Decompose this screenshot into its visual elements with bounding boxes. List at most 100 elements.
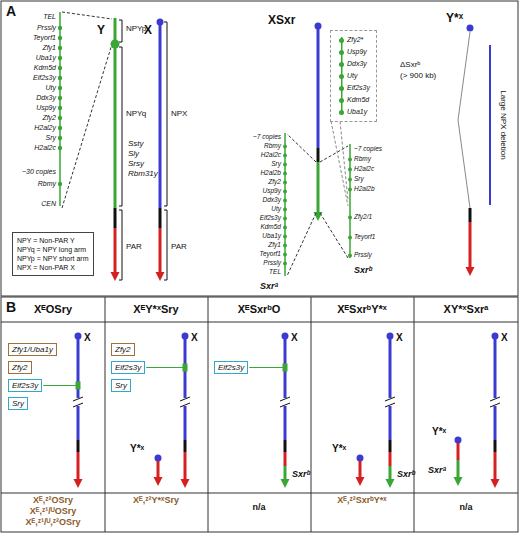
box-text: Uba1y <box>347 106 370 118</box>
bracket <box>122 20 123 42</box>
legend-box: NPY = Non-PAR YNPYq = NPY long armNPYp =… <box>12 232 94 276</box>
chromosome-x <box>77 336 80 398</box>
gene-dot <box>283 199 287 203</box>
gene-dot <box>58 106 62 110</box>
gene-dot <box>348 188 352 192</box>
box-text: NPY = Non-PAR Y <box>17 236 89 245</box>
gene-label: Sly <box>128 150 139 158</box>
transgene-box: Sry <box>8 397 28 410</box>
box-text: Zfy1/Uba1y <box>12 345 53 354</box>
dashed-leader <box>320 213 348 258</box>
gene-label: Sry <box>354 176 364 183</box>
gene-label: Prssly <box>37 24 56 31</box>
bracket <box>122 210 123 280</box>
chromosome-x <box>284 406 287 440</box>
chromosome-name: XSxr <box>268 14 295 26</box>
arrowhead <box>386 479 395 488</box>
segment-label: Sxrᵃ <box>428 466 446 475</box>
chromosome-x <box>77 406 80 440</box>
region-label: NPYq <box>126 110 146 118</box>
gene-dot <box>58 96 62 100</box>
gene-dot <box>58 46 62 50</box>
box-text: Kdm5d <box>347 94 370 106</box>
break-mark <box>490 397 500 401</box>
centromere <box>111 40 120 49</box>
bracket <box>167 22 168 206</box>
gene-label: ~30 copies <box>22 168 56 175</box>
gene-dot <box>58 86 62 90</box>
gene-dot <box>58 126 62 130</box>
chromosome-par <box>184 452 187 479</box>
chromosome-x <box>184 406 187 440</box>
break-mark <box>73 397 83 401</box>
bracket <box>119 280 122 281</box>
table-cell: n/a <box>252 503 265 512</box>
gene-dot <box>283 172 287 176</box>
arrowhead <box>181 479 190 488</box>
gene-dot <box>58 66 62 70</box>
chromosome-name: Y <box>97 24 105 36</box>
genotype-header: XY*ˣSxrᵃ <box>444 304 489 315</box>
transgene-box: Zfy2 <box>111 343 135 356</box>
region-label: ΔSxrᵇ <box>400 61 420 69</box>
chromosome-x <box>184 336 187 398</box>
box-text: Eif2s3y <box>218 363 244 372</box>
gene-label: H2al2y <box>34 124 56 131</box>
break-mark <box>385 397 395 401</box>
gene-label: Eif2s3y <box>33 74 56 81</box>
sxr-segment <box>457 460 460 478</box>
segment-label: Sxrᵇ <box>397 470 415 479</box>
gene-label: TEL <box>269 269 281 276</box>
chromosome-boundary <box>114 208 117 228</box>
gene-label: Rbmy <box>354 156 371 163</box>
gene-label: Uba1y <box>262 233 281 240</box>
segment-label: Sxrᵇ <box>292 470 310 479</box>
chromosome-boundary <box>494 440 497 452</box>
gene-label: Zfy2/1 <box>354 214 372 221</box>
arrowhead <box>281 479 290 488</box>
chromosome-name: Y*ˣ <box>130 444 144 454</box>
break-mark <box>180 397 190 401</box>
bracket <box>164 206 167 207</box>
gene-label: Ddx3y <box>36 94 56 101</box>
dashed-leader <box>287 213 316 276</box>
gene-label: Eif2s3y <box>260 215 281 222</box>
chromosome-par <box>114 228 117 272</box>
table-rule <box>1 322 518 323</box>
chromosome-name: X <box>84 333 91 343</box>
table-rule <box>311 297 312 532</box>
gene-dot <box>283 253 287 257</box>
bracket <box>119 206 122 207</box>
gene-label: Kdm5d <box>260 224 281 231</box>
gene-dot <box>58 116 62 120</box>
transgene-leader <box>146 367 183 368</box>
box-text: NPYq = NPY long arm <box>17 245 89 254</box>
table-rule <box>208 297 209 532</box>
gene-dot <box>283 154 287 158</box>
gene-dot <box>283 208 287 212</box>
chromosome-name: Y*ˣ <box>446 12 463 24</box>
transgene-box: Eif2s3y <box>111 361 145 374</box>
bracket <box>167 210 168 280</box>
transgene-box: Zfy1/Uba1y <box>8 343 57 356</box>
arrowhead <box>156 272 165 281</box>
gene-label: Prssly <box>263 260 281 267</box>
chromosome-name: X <box>144 24 152 36</box>
gene-dot <box>58 26 62 30</box>
gene-label: H2al2b <box>354 186 375 193</box>
genotype-label: Xᴱ,ᶻ²OSry <box>33 496 73 505</box>
panel-frame <box>1 297 518 532</box>
box-text: NPX = Non-PAR X <box>17 263 89 272</box>
gene-dot <box>58 56 62 60</box>
chromosome-x <box>389 406 392 440</box>
gene-label: H2al2c <box>354 166 374 173</box>
region-label: PAR <box>126 243 142 251</box>
deletion-box: Zfy2*Usp9yDdx3yUtyEif2s3yKdm5dUba1y <box>330 30 377 122</box>
arrowhead <box>356 477 365 486</box>
transgene-box: Eif2s3y <box>8 379 42 392</box>
deletion-extent <box>489 45 491 205</box>
gene-dot <box>58 146 62 150</box>
gene-label: Prssly <box>354 252 372 259</box>
gene-dot <box>348 178 352 182</box>
region-label: NPYp <box>126 25 146 33</box>
